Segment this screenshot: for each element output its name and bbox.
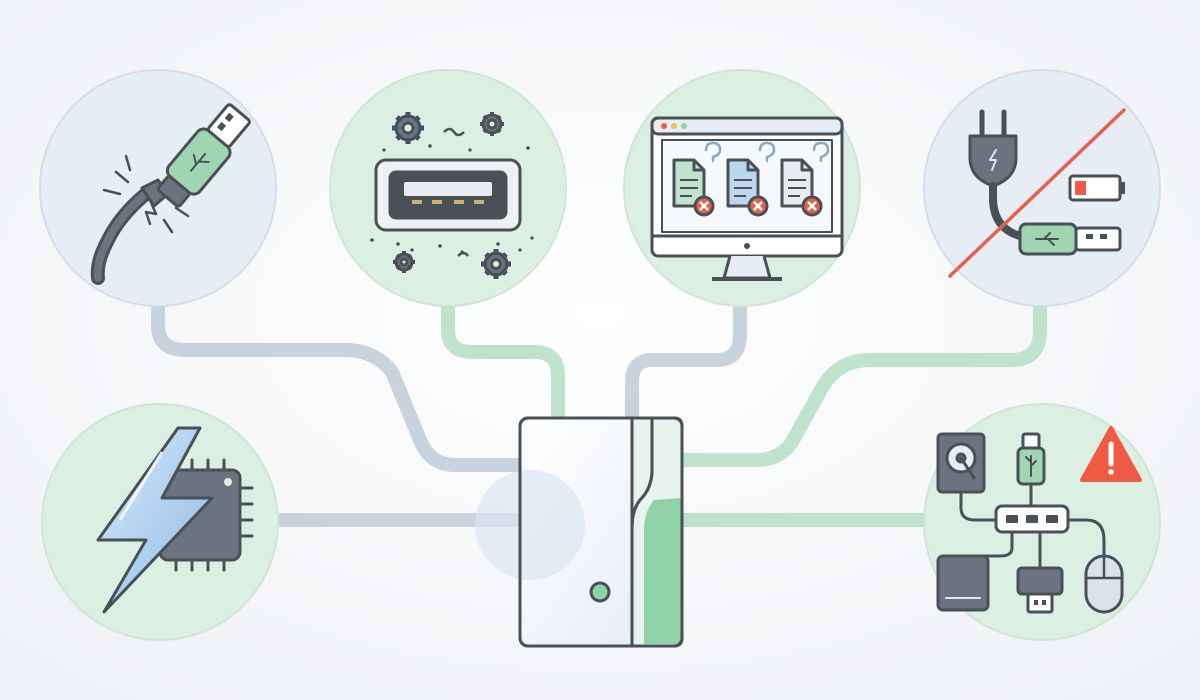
connector-port xyxy=(441,293,565,427)
file-error-icon xyxy=(726,158,769,217)
broken-usb-cable-icon xyxy=(90,103,251,285)
external-drive-icon xyxy=(936,554,990,612)
monitor-driver-error-icon xyxy=(650,116,844,281)
question-mark-icon xyxy=(704,141,830,163)
usb-hub-icon xyxy=(994,504,1070,534)
file-error-icon xyxy=(780,158,823,217)
mouse-icon xyxy=(1084,554,1124,614)
usb-hub-devices-warning-icon xyxy=(936,426,1142,614)
strike-line xyxy=(948,108,1126,278)
usb-adapter-icon xyxy=(1016,566,1064,614)
connectors xyxy=(151,293,1047,527)
gear-icon xyxy=(392,112,424,144)
connector-drivers xyxy=(625,293,747,427)
external-drive-enclosure-icon xyxy=(475,416,684,648)
connector-power xyxy=(673,293,1047,467)
warning-icon xyxy=(1080,426,1142,482)
gear-icon xyxy=(393,251,415,273)
hard-drive-icon xyxy=(936,432,986,494)
low-battery-icon xyxy=(1068,174,1125,202)
usb-stick-icon xyxy=(1016,432,1046,486)
dirty-usb-port-icon xyxy=(370,112,534,279)
gear-icon xyxy=(480,112,504,136)
file-error-icon xyxy=(672,158,715,217)
lightning-bolt-icon xyxy=(96,426,214,614)
gear-icon xyxy=(481,249,511,279)
connector-cable xyxy=(151,293,532,472)
lightning-chip-icon xyxy=(96,426,254,614)
unplugged-power-low-battery-icon xyxy=(948,108,1126,278)
